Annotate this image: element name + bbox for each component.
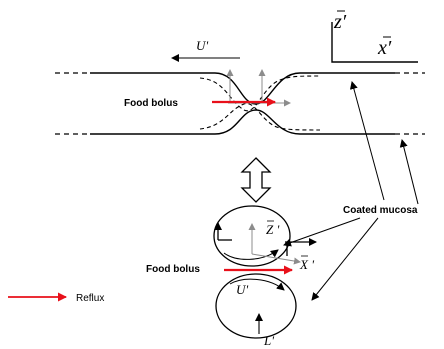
- x-cap-label: X ': [299, 257, 314, 272]
- food-bolus-label-top: Food bolus: [124, 98, 178, 109]
- l-prime-label: L': [263, 333, 274, 348]
- l-prime-arrow: L': [255, 313, 274, 348]
- coated-mucosa-label: Coated mucosa: [343, 205, 418, 216]
- tube-top-wall: [55, 72, 425, 112]
- reflux-legend-label: Reflux: [76, 293, 104, 304]
- velocity-arrow-top: U': [171, 38, 240, 62]
- x-axis-label: x′: [377, 37, 392, 59]
- food-bolus-label-bottom: Food bolus: [146, 264, 200, 275]
- roller-lower: [215, 273, 297, 339]
- equivalence-arrow: [240, 157, 272, 203]
- z-axis-label: z′: [333, 11, 347, 33]
- legend-reflux: Reflux: [8, 292, 104, 304]
- tube-bottom-wall: [55, 103, 425, 135]
- u-prime-label-top: U': [196, 38, 208, 53]
- coated-mucosa-leaders: [283, 81, 419, 301]
- coordinate-frame: z′ x′: [331, 10, 418, 63]
- z-cap-label: Z ': [266, 222, 279, 237]
- roller-axes: Z ' X ': [214, 220, 317, 272]
- u-prime-label-bottom: U': [236, 282, 248, 297]
